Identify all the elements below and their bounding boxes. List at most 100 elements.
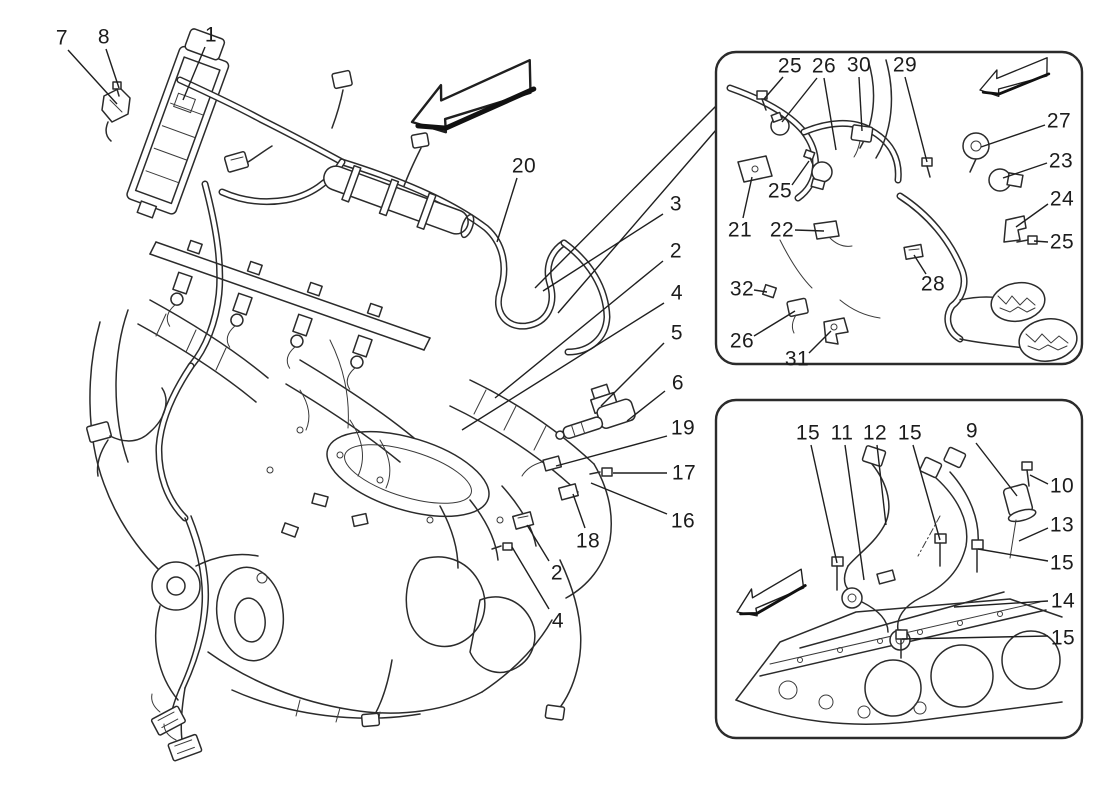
- callout-main-4: 4: [670, 281, 684, 305]
- callout-main-2: 2: [669, 239, 683, 263]
- leader-line-main-2: [494, 260, 664, 399]
- inset-top-art: [726, 59, 1078, 362]
- callout-inset_top-21: 21: [727, 218, 753, 242]
- leader-line-inset_top-26: [823, 77, 837, 151]
- callout-inset_bottom-15: 15: [1050, 626, 1076, 650]
- leader-line-main-18: [572, 493, 586, 529]
- callout-inset_top-25: 25: [1049, 230, 1075, 254]
- callout-inset_top-31: 31: [784, 347, 810, 371]
- harness-branch-wires: [86, 387, 582, 762]
- callout-inset_bottom-10: 10: [1049, 474, 1075, 498]
- harness-tube-inner: [898, 194, 967, 341]
- leader-line-inset_top-28: [913, 254, 927, 275]
- callout-inset_bottom-14: 14: [1050, 589, 1076, 613]
- callout-main-18: 18: [575, 529, 601, 553]
- inset-bottom-art: [735, 445, 1063, 725]
- inset-bottom-box: [714, 398, 1084, 740]
- harness-tube-inner: [156, 364, 193, 520]
- inset-bottom-direction-arrow: [736, 568, 807, 617]
- leader-line-main-16: [590, 482, 668, 515]
- callout-main-6: 6: [671, 371, 685, 395]
- leader-line-main-19: [555, 435, 668, 467]
- leader-line-inset_bottom-15: [977, 548, 1049, 562]
- callout-inset_top-25: 25: [767, 179, 793, 203]
- inset-top-direction-arrow: [979, 57, 1051, 98]
- callout-inset_bottom-15: 15: [795, 421, 821, 445]
- callout-inset_top-27: 27: [1046, 109, 1072, 133]
- leader-line-inset_bottom-11: [844, 444, 865, 581]
- callout-inset_top-25: 25: [777, 54, 803, 78]
- main-direction-arrow: [410, 58, 537, 134]
- callout-inset_top-28: 28: [920, 272, 946, 296]
- inset-link-line: [557, 129, 717, 314]
- leader-line-inset_bottom-15: [810, 444, 838, 564]
- engine-block: [89, 299, 612, 725]
- callout-main-4: 4: [551, 609, 565, 633]
- leader-line-inset_top-26: [753, 310, 796, 337]
- leader-line-inset_top-32: [753, 289, 768, 293]
- coil-rail: [323, 164, 475, 239]
- leader-line-main-4: [461, 302, 665, 431]
- callout-inset_bottom-15: 15: [897, 421, 923, 445]
- leader-line-inset_top-29: [904, 76, 928, 163]
- leader-line-inset_top-22: [794, 229, 825, 232]
- leader-line-inset_top-27: [980, 124, 1046, 148]
- leader-line-inset_bottom-9: [975, 442, 1018, 497]
- engine-sketch: [86, 28, 717, 762]
- sensor-cluster: [491, 383, 636, 551]
- callout-inset_bottom-11: 11: [830, 421, 854, 445]
- main-wiring-harness: [155, 69, 611, 522]
- callout-main-8: 8: [97, 25, 111, 49]
- callout-main-20: 20: [511, 154, 537, 178]
- leader-line-inset_bottom-14: [953, 600, 1049, 608]
- callout-inset_bottom-12: 12: [862, 421, 888, 445]
- leader-line-main-20: [496, 177, 518, 243]
- leader-line-inset_bottom-12: [876, 444, 887, 526]
- leader-line-inset_bottom-13: [1018, 527, 1049, 542]
- leader-line-inset_bottom-15: [901, 635, 1049, 640]
- leader-line-main-3: [542, 213, 664, 292]
- harness-tube-inner: [340, 160, 566, 329]
- callout-inset_top-24: 24: [1049, 187, 1075, 211]
- leader-line-inset_top-24: [1015, 203, 1049, 228]
- callout-main-3: 3: [669, 192, 683, 216]
- callout-inset_bottom-9: 9: [965, 419, 979, 443]
- leader-line-main-5: [600, 342, 665, 407]
- leader-line-inset_bottom-15: [912, 444, 941, 541]
- leader-line-main-2: [526, 524, 550, 562]
- inset-link-line: [534, 105, 717, 289]
- callout-inset_top-22: 22: [769, 218, 795, 242]
- ecu-module: [126, 28, 230, 219]
- callout-leader-lines: [67, 46, 1049, 640]
- leader-line-main-7: [67, 49, 118, 105]
- callout-inset_top-26: 26: [729, 329, 755, 353]
- leader-line-inset_top-25: [1033, 240, 1049, 243]
- leader-line-inset_top-31: [808, 330, 832, 354]
- leader-line-main-6: [626, 390, 666, 422]
- harness-tube-inner: [562, 241, 609, 354]
- fuel-rail-injectors: [149, 239, 431, 390]
- callout-inset_top-23: 23: [1048, 149, 1074, 173]
- harness-tube-inner: [178, 78, 344, 164]
- leader-line-main-8: [105, 48, 120, 89]
- callout-inset_top-29: 29: [892, 53, 918, 77]
- callout-inset_top-32: 32: [729, 277, 755, 301]
- callout-main-2: 2: [550, 561, 564, 585]
- callout-main-19: 19: [670, 416, 696, 440]
- callout-inset_bottom-15: 15: [1049, 551, 1075, 575]
- leader-line-inset_top-21: [742, 176, 753, 219]
- leader-line-inset_top-23: [1002, 162, 1048, 179]
- leader-line-inset_bottom-10: [1029, 474, 1049, 485]
- callout-main-5: 5: [670, 321, 684, 345]
- leader-line-main-1: [182, 46, 206, 101]
- leader-line-inset_top-25: [791, 160, 810, 186]
- harness-tube-inner: [189, 182, 222, 368]
- callout-main-1: 1: [204, 23, 218, 47]
- leader-line-inset_top-26: [781, 77, 818, 123]
- callout-main-16: 16: [670, 509, 696, 533]
- leader-line-inset_top-25: [763, 76, 784, 100]
- callout-inset_top-30: 30: [846, 53, 872, 77]
- callout-inset_bottom-13: 13: [1049, 513, 1075, 537]
- callout-inset_top-26: 26: [811, 54, 837, 78]
